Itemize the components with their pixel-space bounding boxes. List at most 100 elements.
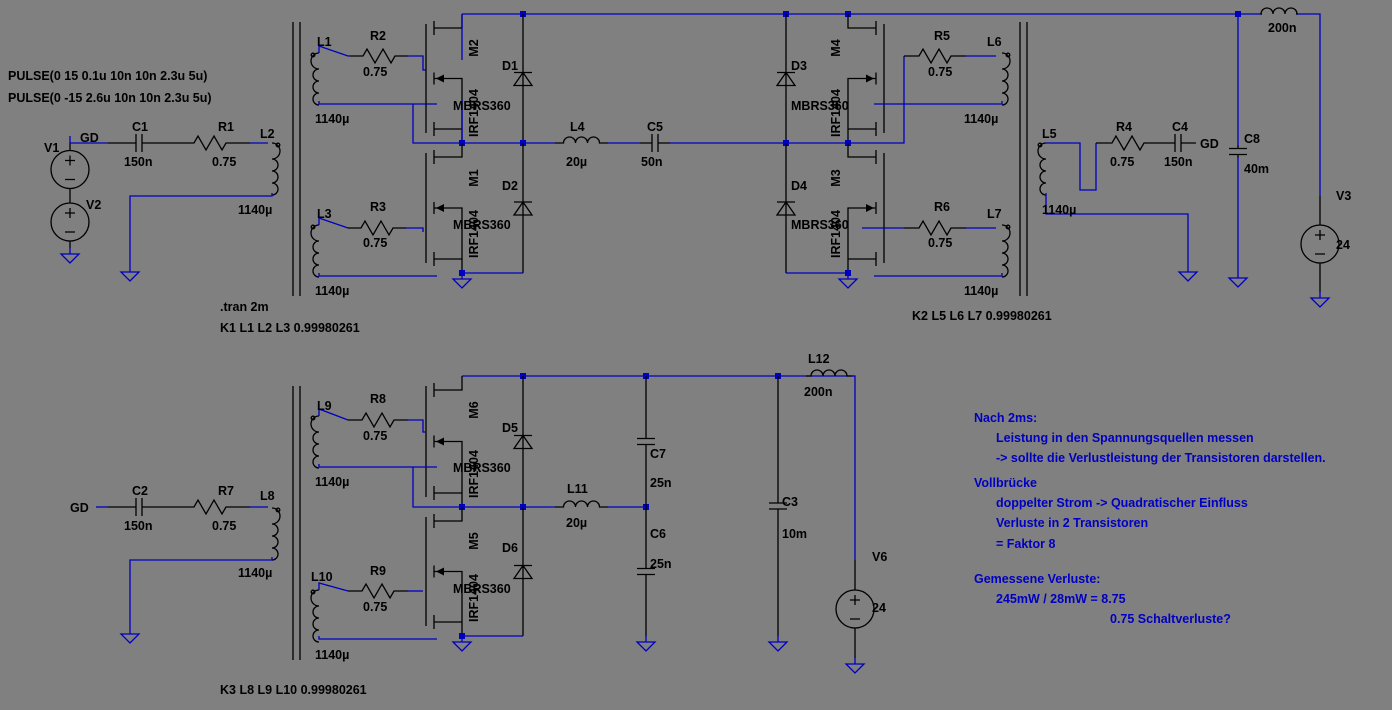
inductor-l10[interactable] [310, 589, 320, 643]
wire [848, 56, 905, 144]
mosfet-m6[interactable] [425, 376, 463, 507]
resistor-r4[interactable] [1096, 134, 1160, 152]
inductor-l5[interactable] [1037, 142, 1047, 196]
capacitor-c8[interactable] [1229, 145, 1247, 158]
resistor-r8[interactable] [348, 411, 408, 429]
mosfet-m2[interactable] [425, 14, 463, 143]
resistor-r9[interactable] [348, 582, 408, 600]
l8-name-label: L8 [260, 489, 275, 503]
note-line: Gemessene Verluste: [974, 572, 1100, 586]
diode-d4[interactable] [775, 143, 797, 273]
wire [874, 101, 1003, 105]
mosfet-m4[interactable] [847, 14, 885, 143]
resistor-r1[interactable] [170, 134, 250, 152]
d1-name-label: D1 [502, 59, 518, 73]
inductor-ltop[interactable] [1260, 7, 1298, 15]
inductor-l4[interactable] [555, 136, 608, 144]
l6-name-label: L6 [987, 35, 1002, 49]
r8-name-label: R8 [370, 392, 386, 406]
voltage-source-v1[interactable] [50, 143, 90, 196]
wire [318, 582, 349, 592]
l8-value-label: 1140µ [238, 566, 272, 580]
inductor-l2[interactable] [271, 142, 281, 196]
note-line: Leistung in den Spannungsquellen messen [996, 431, 1254, 445]
wire [129, 193, 273, 266]
inductor-l6[interactable] [1001, 52, 1011, 106]
ground-symbol [837, 273, 859, 289]
diode-d6[interactable] [512, 507, 534, 636]
d5-value-label: MBRS360 [453, 461, 511, 475]
inductor-l7[interactable] [1001, 224, 1011, 278]
mosfet-m5[interactable] [425, 507, 463, 636]
resistor-r3[interactable] [348, 219, 406, 237]
ground-symbol [119, 266, 141, 282]
inductor-l1[interactable] [310, 52, 320, 106]
r1-value-label: 0.75 [212, 155, 236, 169]
ground-symbol [767, 636, 789, 652]
note-line: -> sollte die Verlustleistung der Transi… [996, 451, 1326, 465]
m5-value-label: IRF1404 [467, 574, 481, 622]
wire [1046, 142, 1097, 191]
m1-value-label: IRF1404 [467, 210, 481, 258]
resistor-r6[interactable] [904, 219, 966, 237]
capacitor-c4[interactable] [1160, 134, 1196, 152]
voltage-source-v3[interactable] [1300, 196, 1340, 292]
c4-name-label: C4 [1172, 120, 1188, 134]
capacitor-c6[interactable] [637, 507, 655, 636]
m2-name-label: M2 [467, 39, 481, 56]
d3-value-label: MBRS360 [791, 99, 849, 113]
d5-name-label: D5 [502, 421, 518, 435]
d3-name-label: D3 [791, 59, 807, 73]
resistor-r5[interactable] [904, 47, 966, 65]
inductor-l12[interactable] [806, 369, 852, 377]
m2-value-label: IRF1404 [467, 89, 481, 137]
inductor-l11[interactable] [555, 500, 608, 508]
r4-name-label: R4 [1116, 120, 1132, 134]
net-label-gd: GD [1200, 137, 1219, 151]
voltage-source-v2[interactable] [50, 196, 90, 248]
l9-name-label: L9 [317, 399, 332, 413]
inductor-l8[interactable] [271, 507, 281, 561]
r3-value-label: 0.75 [363, 236, 387, 250]
l10-name-label: L10 [311, 570, 333, 584]
c7-value-label: 25n [650, 476, 672, 490]
diode-d5[interactable] [512, 376, 534, 507]
voltage-source-v6[interactable] [835, 560, 875, 658]
l4-name-label: L4 [570, 120, 585, 134]
diode-d1[interactable] [512, 14, 534, 143]
d6-name-label: D6 [502, 541, 518, 555]
note-line: Verluste in 2 Transistoren [996, 516, 1148, 530]
net-label-gd: GD [80, 131, 99, 145]
note-line: = Faktor 8 [996, 537, 1055, 551]
d4-value-label: MBRS360 [791, 218, 849, 232]
diode-d2[interactable] [512, 143, 534, 273]
ground-symbol [844, 658, 866, 674]
m6-name-label: M6 [467, 401, 481, 418]
diode-d3[interactable] [775, 14, 797, 143]
inductor-l3[interactable] [310, 224, 320, 278]
resistor-r7[interactable] [170, 498, 250, 516]
l11-value-label: 20µ [566, 516, 587, 530]
l2-value-label: 1140µ [238, 203, 272, 217]
d2-value-label: MBRS360 [453, 218, 511, 232]
mosfet-m1[interactable] [425, 143, 463, 273]
inductor-l9[interactable] [310, 415, 320, 469]
l9-value-label: 1140µ [315, 475, 349, 489]
v6-name-label: V6 [872, 550, 887, 564]
capacitor-c5[interactable] [640, 134, 670, 152]
capacitor-c1[interactable] [108, 134, 170, 152]
capacitor-c2[interactable] [108, 498, 170, 516]
c1-name-label: C1 [132, 120, 148, 134]
capacitor-c7[interactable] [637, 376, 655, 507]
r3-name-label: R3 [370, 200, 386, 214]
l10-value-label: 1140µ [315, 648, 349, 662]
wire [874, 273, 1003, 277]
capacitor-c3[interactable] [769, 376, 787, 636]
resistor-r2[interactable] [350, 47, 408, 65]
r7-name-label: R7 [218, 484, 234, 498]
c1-value-label: 150n [124, 155, 153, 169]
v2-name-label: V2 [86, 198, 101, 212]
mosfet-m3[interactable] [847, 143, 885, 273]
c6-value-label: 25n [650, 557, 672, 571]
